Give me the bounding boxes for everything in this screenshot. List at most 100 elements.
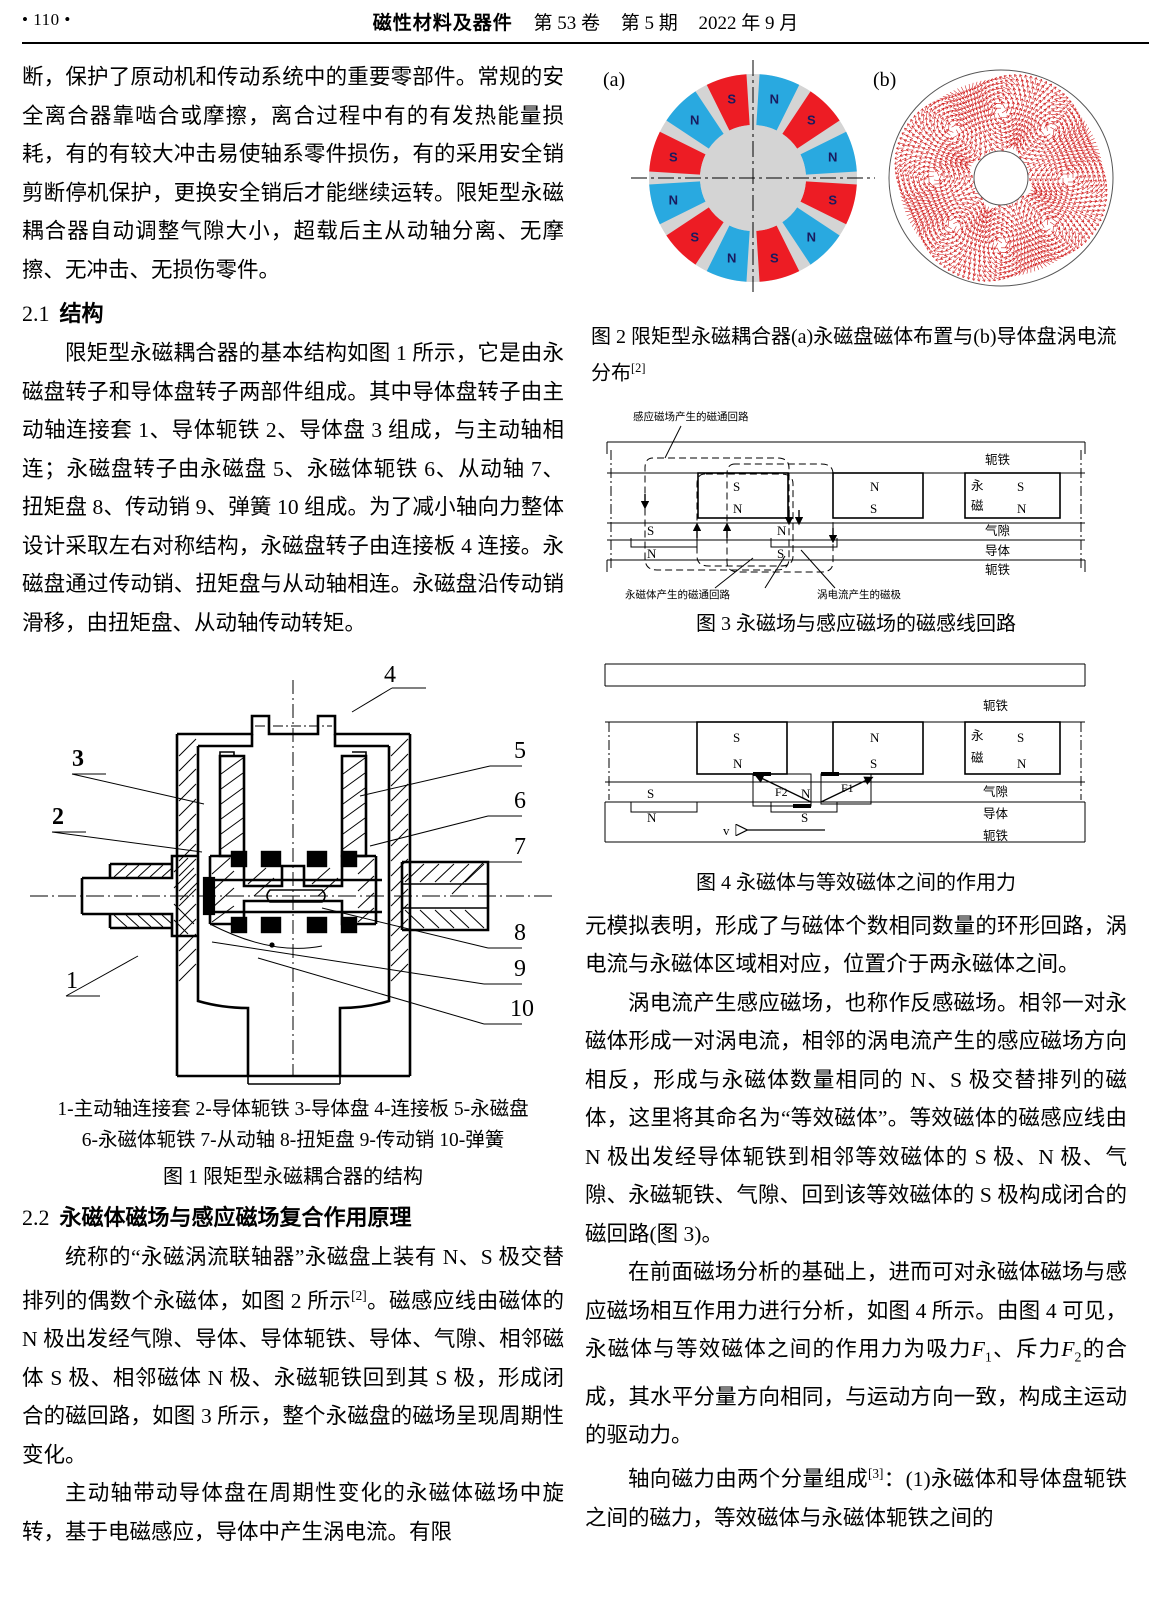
- figure-4: S N N S S N 轭铁 永 磁 气隙 导体 轭铁: [585, 650, 1127, 862]
- figure-4-induced-pole-1: S: [647, 786, 654, 801]
- figure-3-induced-pole-4: S: [777, 546, 784, 561]
- running-head-center: 磁性材料及器件 第 53 卷 第 5 期 2022 年 9 月: [0, 8, 1171, 35]
- magnet-sector: [666, 207, 724, 265]
- figure-4-magnet-3-bottom: N: [1017, 756, 1027, 771]
- magnet-pole-label: S: [690, 229, 699, 244]
- figure-3: 感应磁场产生的磁通回路: [585, 398, 1127, 603]
- fig1-callout-10: 10: [510, 996, 534, 1022]
- figure-4-caption: 图 4 永磁体与等效磁体之间的作用力: [696, 871, 1016, 894]
- figure-4-layer-yoke-top: 轭铁: [983, 698, 1009, 713]
- figure-4-layer-magnet-2: 磁: [971, 750, 984, 765]
- paragraph-7: 在前面磁场分析的基础上，进而可对永磁体磁场与感应磁场相互作用力进行分析，如图 4…: [585, 1253, 1127, 1455]
- figure-3-magnet-2-top: N: [870, 479, 880, 494]
- fig1-callout-7: 7: [514, 834, 526, 860]
- figure-4-drawing: S N N S S N 轭铁 永 磁 气隙 导体 轭铁: [604, 663, 1086, 843]
- magnet-sector: [756, 225, 800, 282]
- paragraph-8: 轴向磁力由两个分量组成[3]：(1)永磁体和导体盘轭铁之间的磁力，等效磁体与永磁…: [585, 1455, 1127, 1537]
- paragraph-1: 断，保护了原动机和传动系统中的重要零部件。常规的安全离合器靠啮合或摩擦，离合过程…: [22, 65, 564, 282]
- paragraph-3: 统称的“永磁涡流联轴器”永磁盘上装有 N、S 极交替排列的偶数个永磁体，如图 2…: [22, 1238, 564, 1474]
- paragraph-7-part-a: 在前面磁场分析的基础上，进而可对永磁体磁场与感应磁场相互作用力进行分析，如图 4…: [585, 1260, 1127, 1362]
- magnet-sector: [666, 91, 724, 149]
- figure-4-induced-pole-3: N: [801, 786, 811, 801]
- magnet-pole-label: S: [669, 150, 678, 165]
- magnet-sector: [782, 207, 840, 265]
- figure-3-layer-yoke-top: 轭铁: [985, 452, 1011, 467]
- issue-label: 第 5 期: [620, 13, 678, 34]
- force-1-subscript: 1: [984, 1350, 992, 1366]
- figure-4-layer-magnet-1: 永: [971, 728, 984, 743]
- section-title-2-1: 结构: [59, 302, 104, 327]
- figure-2a-label: (a): [603, 69, 625, 91]
- magnet-sector: [706, 225, 750, 282]
- paragraph-8-pre: 轴向磁力由两个分量组成: [628, 1467, 868, 1492]
- figure-3-layer-conductor: 导体: [985, 543, 1011, 558]
- figure-1-legend-line-2: 6-永磁体轭铁 7-从动轴 8-扭矩盘 9-传动销 10-弹簧: [81, 1130, 505, 1151]
- paragraph-7-part-b: 、斥力: [991, 1337, 1062, 1362]
- magnet-sector: [649, 131, 706, 175]
- figure-4-force-2-label: F2: [775, 785, 788, 799]
- paragraph-8-post: ：(1)永磁体和导体盘轭铁之间的磁力，等效磁体与永磁体轭铁之间的: [585, 1467, 1127, 1530]
- figure-1-legend-line-1: 1-主动轴连接套 2-导体轭铁 3-导体盘 4-连接板 5-永磁盘: [57, 1099, 529, 1120]
- magnet-sector: [800, 181, 857, 225]
- paragraph-3-reference: [2]: [351, 1287, 367, 1303]
- magnet-pole-label: N: [770, 91, 779, 106]
- journal-title: 磁性材料及器件: [372, 12, 513, 34]
- fig1-callout-1: 1: [66, 968, 78, 994]
- figure-2-caption-reference: [2]: [631, 361, 646, 375]
- figure-3-induced-pole-3: N: [777, 523, 787, 538]
- magnet-pole-label: S: [727, 91, 736, 106]
- figure-2-caption: 图 2 限矩型永磁耦合器(a)永磁盘磁体布置与(b)导体盘涡电流分布[2]: [585, 322, 1127, 390]
- paragraph-2: 限矩型永磁耦合器的基本结构如图 1 所示，它是由永磁盘转子和导体盘转子两部件组成…: [22, 341, 564, 635]
- figure-3-layer-magnet-1: 永: [971, 478, 984, 493]
- issue-date: 2022 年 9 月: [698, 13, 799, 34]
- figure-3-caption: 图 3 永磁场与感应磁场的磁感线回路: [696, 612, 1016, 635]
- figure-4-layer-gap: 气隙: [983, 784, 1008, 799]
- figure-3-bottom-right-label: 涡电流产生的磁极: [817, 588, 901, 601]
- figure-4-layer-conductor: 导体: [983, 806, 1009, 821]
- fig1-callout-2: 2: [52, 804, 64, 830]
- fig1-callout-4: 4: [384, 662, 396, 688]
- magnet-pole-label: N: [807, 229, 816, 244]
- paragraph-7-part-c: 的合成，其水平分量方向相同，与运动方向一致，构成主运动的驱动力。: [585, 1337, 1127, 1448]
- fig1-callout-6: 6: [514, 788, 526, 814]
- section-number-2-2: 2.2: [22, 1205, 50, 1230]
- figure-4-force-1-label: F1: [841, 781, 854, 795]
- magnet-sector: [706, 74, 750, 131]
- force-2-subscript: 2: [1074, 1350, 1082, 1366]
- figure-3-magnet-3-bottom: N: [1017, 501, 1027, 516]
- magnet-sector: [756, 74, 800, 131]
- figure-4-magnet-2-top: N: [870, 730, 880, 745]
- magnet-sector: [782, 91, 840, 149]
- magnet-pole-label: N: [727, 251, 736, 266]
- figure-4-magnet-3-top: S: [1017, 730, 1024, 745]
- figure-4-magnet-1-top: S: [733, 730, 740, 745]
- left-column: 断，保护了原动机和传动系统中的重要零部件。常规的安全离合器靠啮合或摩擦，离合过程…: [22, 58, 564, 1551]
- paragraph-4: 主动轴带动导体盘在周期性变化的永磁体磁场中旋转，基于电磁感应，导体中产生涡电流。…: [22, 1481, 564, 1544]
- fig1-callout-5: 5: [514, 738, 526, 764]
- figure-4-layer-yoke-bottom: 轭铁: [983, 828, 1009, 843]
- figure-3-drawing: 感应磁场产生的磁通回路: [606, 410, 1086, 601]
- force-2-symbol: F: [1061, 1337, 1075, 1362]
- figure-3-bottom-left-label: 永磁体产生的磁通回路: [625, 588, 730, 601]
- figure-1: 3 2 1 4 5 6 7 8 9 10: [22, 656, 564, 1094]
- figure-2-caption-text: 图 2 限矩型永磁耦合器(a)永磁盘磁体布置与(b)导体盘涡电流分布: [591, 326, 1117, 385]
- figure-3-induced-pole-2: N: [647, 546, 657, 561]
- volume-label: 第 53 卷: [533, 13, 600, 34]
- figure-3-top-label: 感应磁场产生的磁通回路: [633, 410, 749, 423]
- fig1-callout-3: 3: [72, 746, 84, 772]
- page-folio: • 110 •: [22, 10, 71, 29]
- figure-4-induced-pole-4: S: [801, 810, 808, 825]
- paragraph-5: 元模拟表明，形成了与磁体个数相同数量的环形回路，涡电流与永磁体区域相对应，位置介…: [585, 913, 1127, 977]
- figure-1-drawing: 3 2 1 4 5 6 7 8 9 10: [30, 662, 556, 1085]
- magnet-pole-label: N: [828, 150, 837, 165]
- paragraph-3-pre: 统称的“永磁涡流联轴器”永磁盘上装有 N、S 极交替排列的偶数个永磁体，如图 2…: [22, 1245, 564, 1313]
- magnet-pole-label: S: [828, 192, 837, 207]
- figure-2b-label: (b): [873, 69, 896, 91]
- fig1-callout-9: 9: [514, 956, 526, 982]
